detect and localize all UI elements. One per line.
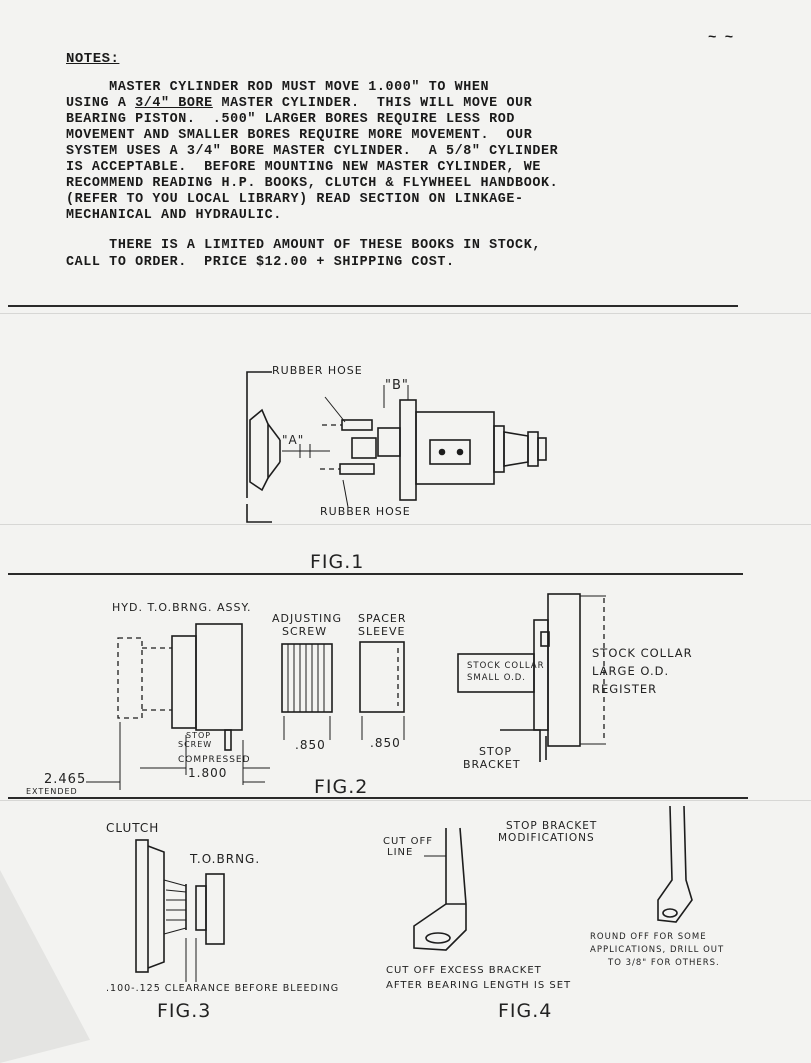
label-line: LARGE O.D. <box>592 664 670 678</box>
fig1-drawing <box>246 371 547 523</box>
notes-line: IS ACCEPTABLE. BEFORE MOUNTING NEW MASTE… <box>66 160 541 175</box>
notes-text: MASTER CYLINDER. THIS WILL MOVE OUR <box>212 96 533 111</box>
notes-title: NOTES: <box>66 51 120 67</box>
notes-line: RECOMMEND READING H.P. BOOKS, CLUTCH & F… <box>66 176 559 191</box>
notes-line: MECHANICAL AND HYDRAULIC. <box>66 208 282 223</box>
label-line: REGISTER <box>592 682 658 696</box>
notes-line: MOVEMENT AND SMALLER BORES REQUIRE MORE … <box>66 128 533 143</box>
hyd-to-brng-assy-label: HYD. T.O.BRNG. ASSY. <box>112 601 252 614</box>
section-divider <box>8 573 743 575</box>
label-line: TO 3/8" FOR OTHERS. <box>608 958 720 968</box>
label-line: SPACER <box>358 612 407 625</box>
notes-line: CALL TO ORDER. PRICE $12.00 + SHIPPING C… <box>66 255 455 270</box>
extended-value: 2.465 <box>44 772 87 787</box>
label-line: STOCK COLLAR <box>467 661 545 671</box>
label-line: CUT OFF <box>383 836 433 847</box>
rubber-hose-label-bottom: RUBBER HOSE <box>320 505 411 518</box>
label-line: ROUND OFF FOR SOME <box>590 932 707 942</box>
stock-collar-small-label: STOCK COLLAR SMALL O.D. <box>467 660 545 684</box>
fig3-label: FIG.3 <box>157 1000 212 1022</box>
cut-off-excess-label: CUT OFF EXCESS BRACKET AFTER BEARING LENG… <box>386 963 571 993</box>
notes-line: THERE IS A LIMITED AMOUNT OF THESE BOOKS… <box>66 238 541 253</box>
label-line: SCREW <box>282 625 328 638</box>
notes-line: USING A 3/4" BORE MASTER CYLINDER. THIS … <box>66 96 532 111</box>
dimension-a-label: "A" <box>282 433 305 447</box>
bore-size-underlined: 3/4" BORE <box>135 96 213 111</box>
label-line: BRACKET <box>463 758 521 771</box>
notes-line: (REFER TO YOU LOCAL LIBRARY) READ SECTIO… <box>66 192 524 207</box>
paper-fold-line <box>0 800 811 801</box>
label-line: CUT OFF EXCESS BRACKET <box>386 965 542 976</box>
label-line: APPLICATIONS, DRILL OUT <box>590 945 725 955</box>
sleeve-dimension: .850 <box>370 736 401 750</box>
clearance-label: .100-.125 CLEARANCE BEFORE BLEEDING <box>106 983 340 994</box>
extended-label: EXTENDED <box>26 787 78 796</box>
label-line: LINE <box>387 847 414 858</box>
stock-collar-large-label: STOCK COLLAR LARGE O.D. REGISTER <box>592 644 693 698</box>
section-divider <box>8 797 748 799</box>
clutch-label: CLUTCH <box>106 821 160 835</box>
screw-dimension: .850 <box>295 738 326 752</box>
label-line: SMALL O.D. <box>467 673 527 683</box>
stray-mark: ~ ~ <box>708 30 734 46</box>
fig3-drawing <box>135 839 225 982</box>
fig4-label: FIG.4 <box>498 1000 553 1022</box>
paper-fold-line <box>0 524 811 525</box>
to-brng-label: T.O.BRNG. <box>190 852 261 866</box>
label-line: AFTER BEARING LENGTH IS SET <box>386 980 572 991</box>
label-line: MODIFICATIONS <box>498 832 595 844</box>
fig4-drawing <box>413 805 693 951</box>
notes-line: BEARING PISTON. .500" LARGER BORES REQUI… <box>66 112 516 127</box>
label-line: STOP BRACKET <box>506 820 598 832</box>
paper-fold-line <box>0 313 811 314</box>
notes-line: MASTER CYLINDER ROD MUST MOVE 1.000" TO … <box>66 80 490 95</box>
compressed-value: 1.800 <box>188 766 228 780</box>
label-line: STOP <box>479 745 512 758</box>
round-off-label: ROUND OFF FOR SOME APPLICATIONS, DRILL OU… <box>590 931 724 970</box>
label-line: SCREW <box>178 740 213 749</box>
label-line: SLEEVE <box>358 625 406 638</box>
fig1-label: FIG.1 <box>310 551 365 573</box>
label-line: STOP <box>186 731 212 740</box>
notes-line: SYSTEM USES A 3/4" BORE MASTER CYLINDER.… <box>66 144 559 159</box>
label-line: ADJUSTING <box>272 612 342 625</box>
rubber-hose-label-top: RUBBER HOSE <box>272 364 363 377</box>
fig2-drawing <box>86 593 606 790</box>
notes-text: USING A <box>66 96 136 111</box>
dimension-b-label: "B" <box>385 378 409 393</box>
section-divider <box>8 305 738 307</box>
fig2-label: FIG.2 <box>314 776 369 798</box>
label-line: STOCK COLLAR <box>592 646 693 660</box>
compressed-label: COMPRESSED <box>178 755 251 765</box>
